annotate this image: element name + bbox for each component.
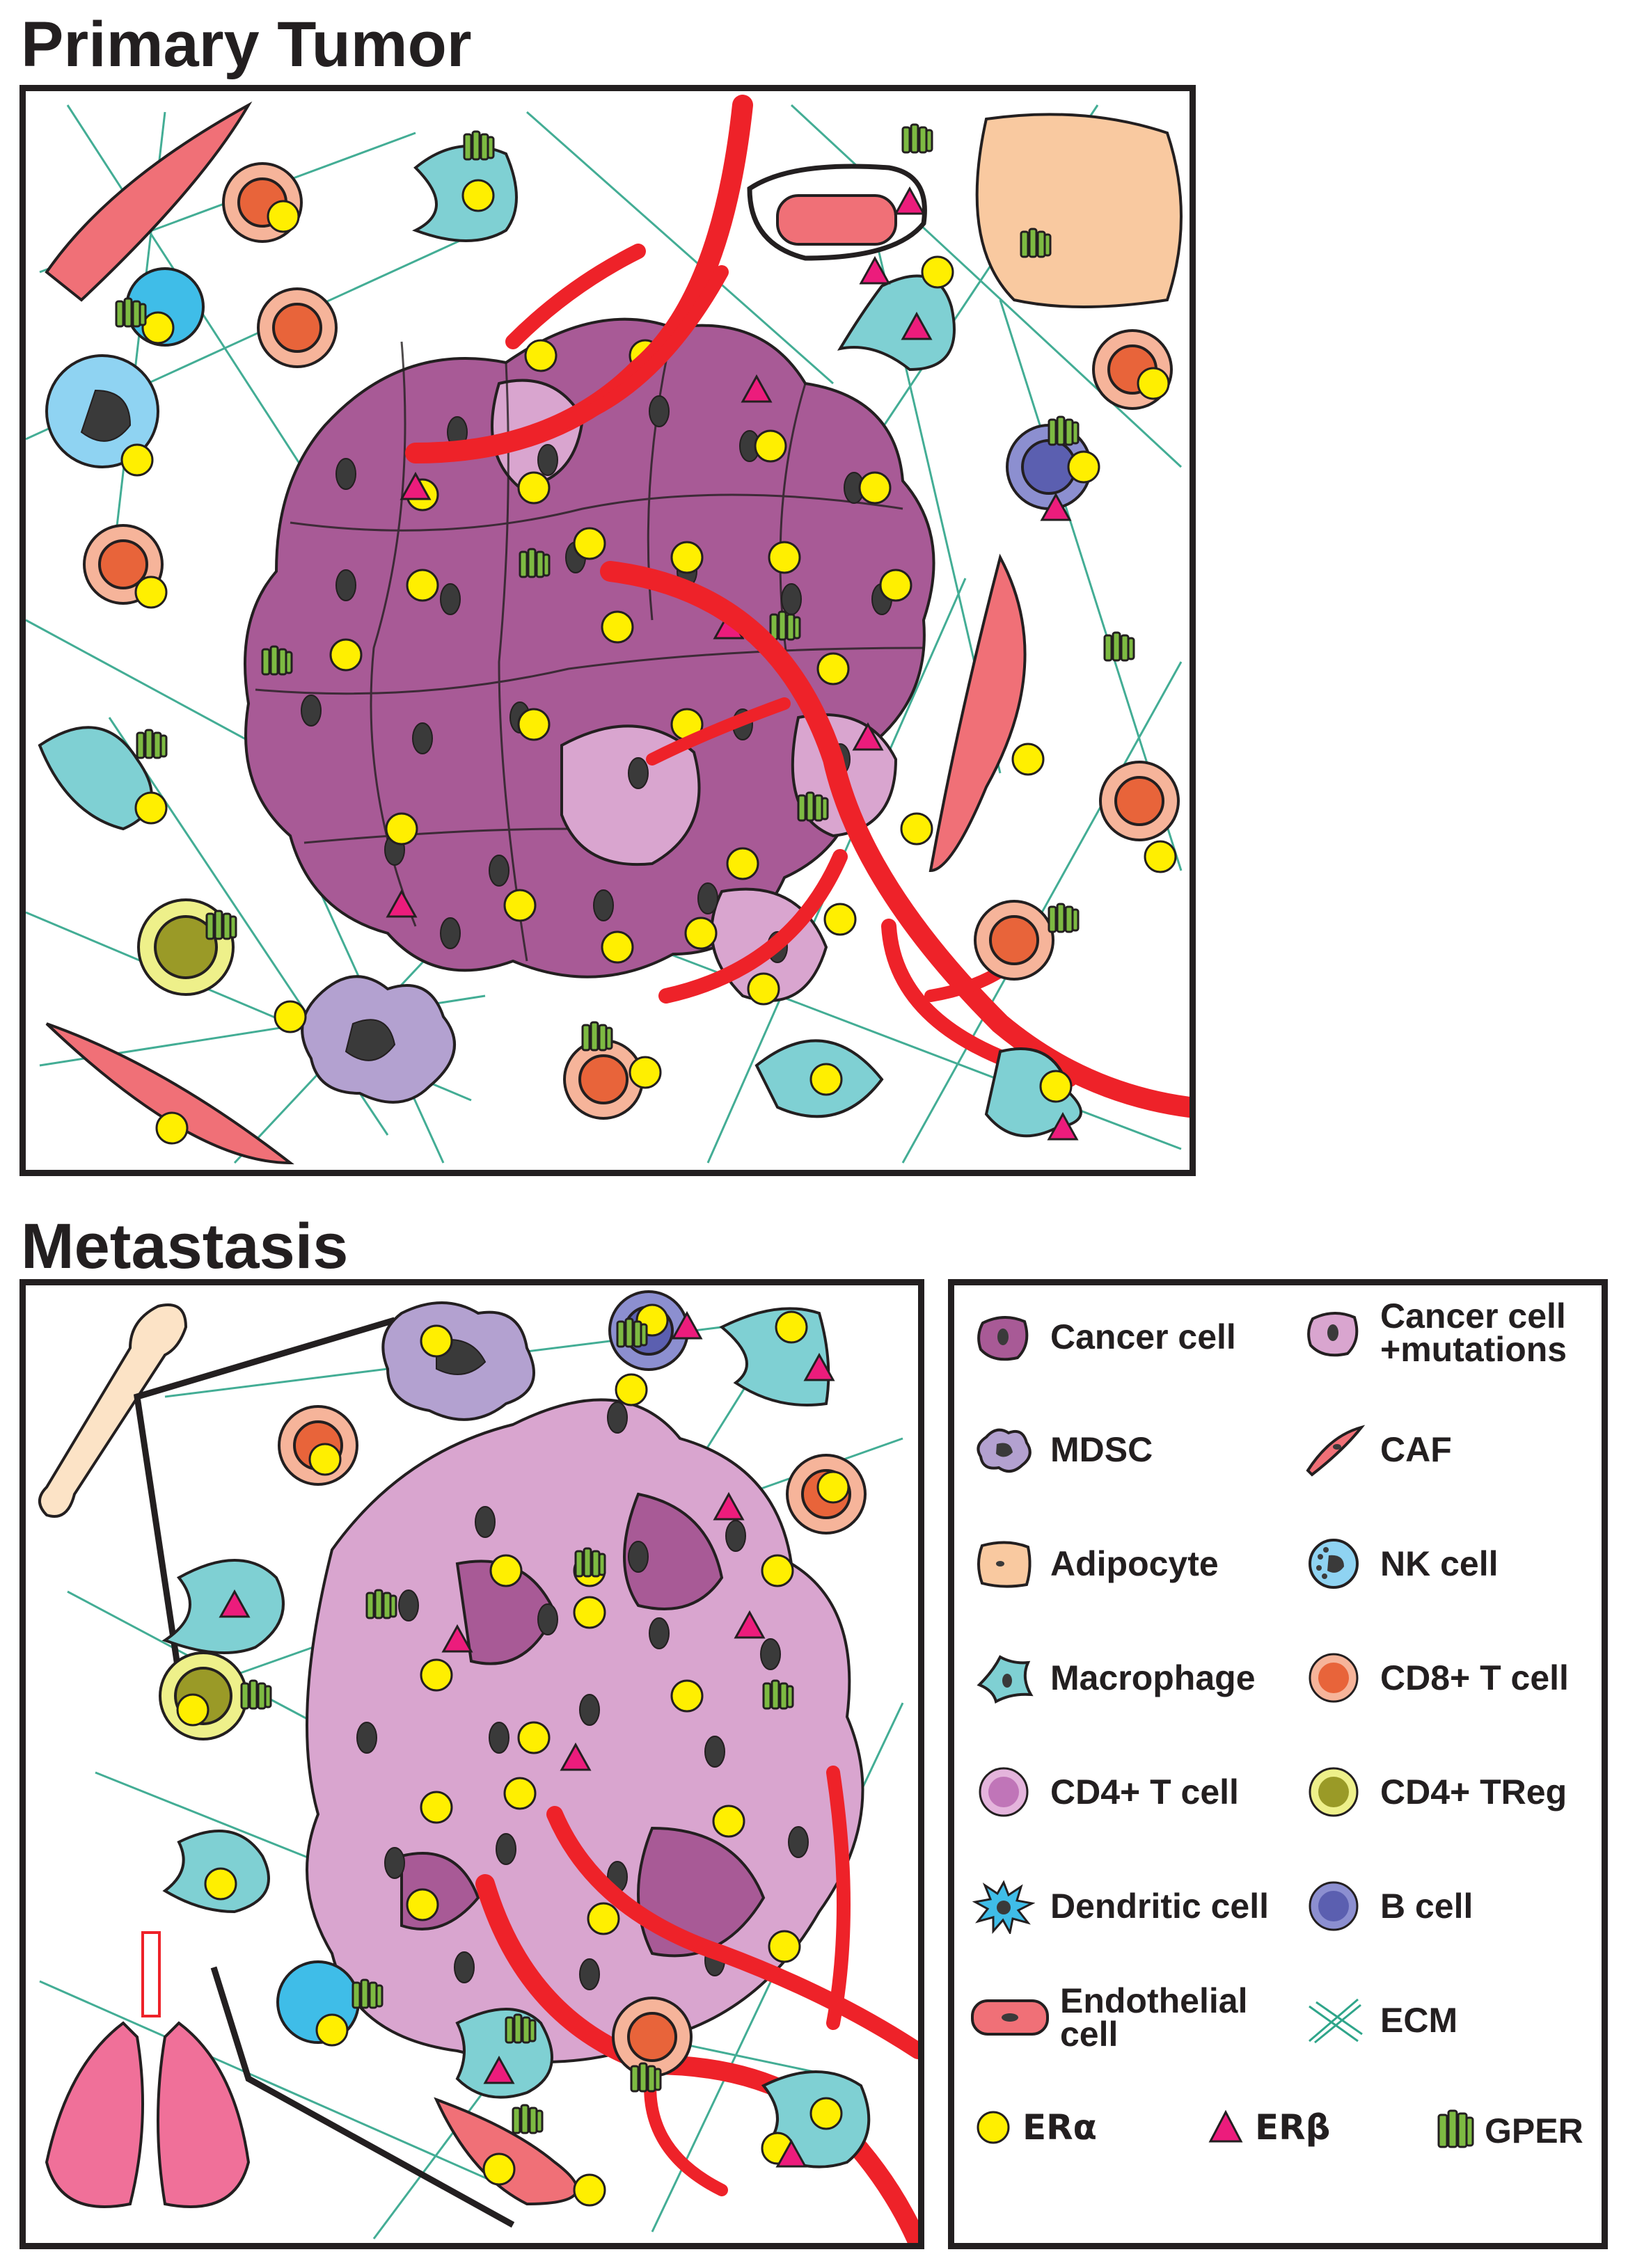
legend-cd4-t-cell: CD4+ T cell [972,1764,1239,1820]
legend-endothelial-cell: Endothelial cell [968,1981,1248,2054]
legend-label-cd4-treg: CD4+ TReg [1380,1773,1567,1811]
caf-icon [1306,1425,1365,1477]
legend-nk-cell: NK cell [1302,1536,1499,1592]
legend-label-endothelial-cell: Endothelial cell [1060,1981,1248,2054]
legend-cd8-t-cell: CD8+ T cell [1302,1650,1569,1706]
cancer-cell-mutations-icon [1307,1311,1359,1357]
adipocyte-icon [977,1541,1032,1588]
legend-label-mdsc: MDSC [1050,1430,1153,1469]
b-cell-icon [1309,1881,1359,1931]
legend-panel: Cancer cell Cancer cell +mutations MDSC … [948,1279,1608,2249]
legend-label-cd4-t-cell: CD4+ T cell [1050,1773,1239,1811]
ecm-icon [1309,1998,1363,2044]
nk-cell-icon [1309,1539,1359,1589]
legend-er-alpha: ERα [972,2107,1097,2148]
legend-er-beta: ERβ [1205,2107,1330,2148]
legend-cd4-treg: CD4+ TReg [1302,1764,1567,1820]
cd8-t-cell-icon [1309,1653,1359,1703]
dendritic-cell-icon [972,1880,1035,1934]
primary-tumor-panel [19,85,1196,1176]
legend-label-b-cell: B cell [1380,1887,1473,1926]
legend-adipocyte: Adipocyte [972,1536,1219,1592]
tumor-cell-borders [255,327,924,962]
endothelial-cell-icon [971,1999,1049,2036]
legend-label-er-alpha: ERα [1022,2107,1098,2148]
legend-label-nk-cell: NK cell [1380,1544,1499,1583]
legend-gper: GPER [1435,2107,1583,2155]
cd4-t-cell-icon [979,1767,1029,1817]
legend-label-macrophage: Macrophage [1050,1658,1256,1697]
mdsc-icon [977,1428,1032,1473]
legend-macrophage: Macrophage [972,1650,1256,1706]
legend-label-dendritic-cell: Dendritic cell [1050,1887,1269,1926]
organ-connector-lines [133,1317,515,2228]
cancer-cell-icon [977,1315,1029,1361]
legend-mdsc: MDSC [972,1422,1153,1477]
cd4-treg-icon [1309,1767,1359,1817]
macrophage-icon [977,1655,1034,1704]
legend-ecm: ECM [1302,1992,1457,2048]
legend-caf: CAF [1302,1422,1452,1477]
legend-cancer-cell: Cancer cell [972,1309,1236,1365]
legend-label-gper: GPER [1485,2111,1583,2150]
gper-icon [1437,2109,1474,2148]
legend-b-cell: B cell [1302,1878,1473,1934]
legend-cancer-cell-mutations: Cancer cell +mutations [1302,1296,1567,1369]
er-beta-icon [1208,2109,1243,2143]
legend-label-cancer-cell: Cancer cell [1050,1317,1236,1356]
lungs-icon [45,1931,251,2208]
legend-label-ecm: ECM [1380,2001,1458,2040]
legend-label-adipocyte: Adipocyte [1050,1544,1219,1583]
legend-label-er-beta: ERβ [1255,2107,1331,2148]
legend-label-caf: CAF [1380,1430,1452,1469]
metastasis-title: Metastasis [21,1211,349,1282]
bone-icon [38,1303,188,1518]
legend-label-cd8-t-cell: CD8+ T cell [1380,1658,1569,1697]
legend-label-cancer-cell-mutations: Cancer cell +mutations [1380,1296,1567,1369]
legend-dendritic-cell: Dendritic cell [972,1878,1269,1934]
er-alpha-icon [977,2111,1010,2144]
metastasis-panel [19,1279,924,2249]
primary-tumor-title: Primary Tumor [21,9,472,80]
